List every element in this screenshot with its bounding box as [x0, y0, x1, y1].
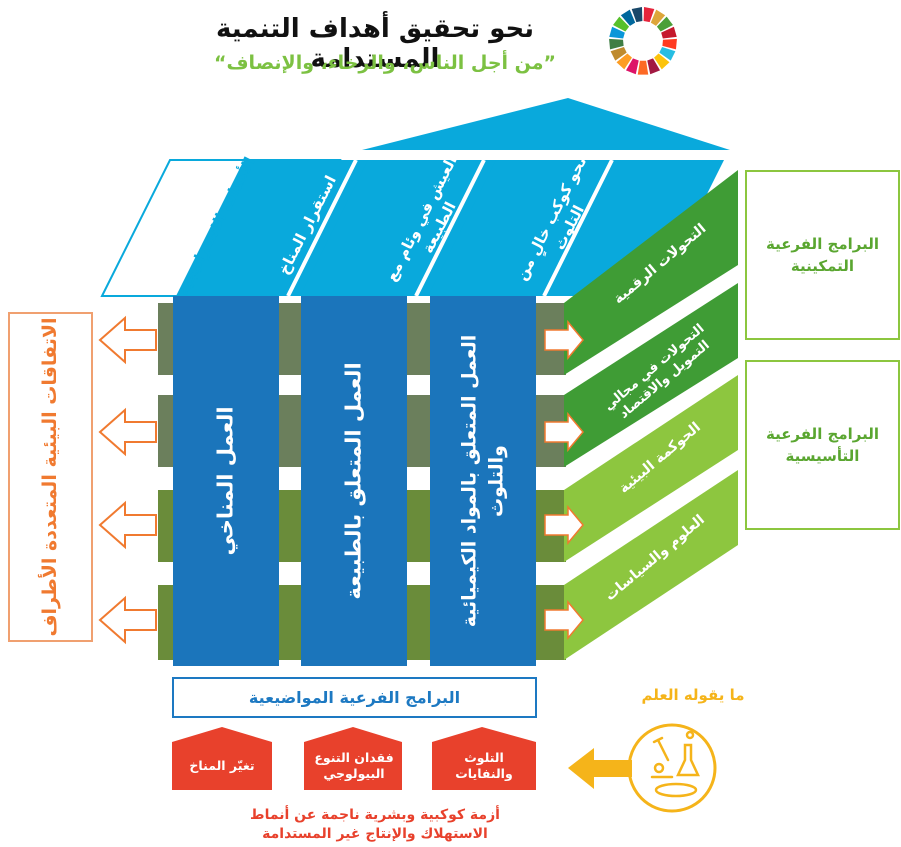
mea-arrow-1	[98, 315, 157, 365]
sdg-wheel-segment	[609, 26, 625, 39]
thematic-subprogrammes-label: البرامج الفرعية المواضيعية	[248, 688, 461, 707]
sdg-wheel-segment	[609, 38, 624, 50]
crisis-biodiversity-label: فقدان التنوع البيولوجي	[314, 750, 394, 781]
thematic-column-chemicals-label: العمل المتعلق بالمواد الكيميائية والتلوث	[458, 334, 507, 628]
thematic-column-nature-label: العمل المتعلق بالطبيعة	[341, 362, 366, 600]
sdg-wheel-segment	[656, 16, 673, 32]
sdg-wheel-segment	[631, 7, 643, 23]
foundational-subprogrammes-label: البرامج الفرعية التأسيسية	[765, 424, 880, 466]
mea-arrow-3	[98, 500, 157, 550]
thematic-column-climate-label: العمل المناخي	[213, 406, 238, 556]
panel-arrow-1	[544, 319, 584, 361]
sdg-wheel-segment	[625, 58, 639, 75]
crisis-caption: أزمة كوكبية وبشرية ناجمة عن أنماط الاسته…	[250, 807, 500, 842]
crisis-shape-2	[304, 727, 402, 790]
crisis-climate-label: تغيّر المناخ	[189, 758, 255, 774]
science-icon	[650, 730, 700, 798]
sdg-wheel-segment	[654, 53, 670, 70]
thematic-column-nature: العمل المتعلق بالطبيعة	[301, 296, 407, 666]
sdg-wheel-segment	[616, 53, 632, 70]
right-panel-1	[564, 170, 738, 375]
right-panel-4	[564, 470, 738, 660]
enabling-subprogrammes-label: البرامج الفرعية التمكينية	[765, 234, 880, 276]
science-circle	[627, 723, 717, 813]
roof-triangle	[362, 98, 730, 150]
sdg-wheel-segment	[610, 47, 627, 61]
panel-arrow-2	[544, 411, 584, 453]
enabling-subprogrammes-box: البرامج الفرعية التمكينية	[745, 170, 900, 340]
sdg-wheel-segment	[643, 7, 655, 23]
mea-label: الاتفاقات البيئية المتعددة الأطراف	[38, 317, 61, 637]
sdg-wheel-segment	[662, 38, 677, 50]
foundational-subprogrammes-box: البرامج الفرعية التأسيسية	[745, 360, 900, 530]
sdg-wheel-segment	[620, 9, 636, 26]
panel-arrow-3	[544, 504, 584, 546]
thematic-column-climate: العمل المناخي	[173, 296, 279, 666]
panel-arrow-4	[544, 599, 584, 641]
crisis-shape-3	[172, 727, 272, 790]
sdg-wheel-segment	[661, 26, 677, 39]
sdg-wheel-segment	[650, 9, 666, 26]
thematic-subprogrammes-box: البرامج الفرعية المواضيعية	[172, 677, 537, 718]
sdg-wheel-logo	[609, 7, 677, 75]
sdg-wheel-segment	[637, 60, 649, 75]
sdg-wheel-segment	[613, 16, 630, 32]
mea-arrow-4	[98, 595, 157, 645]
right-panel-2	[564, 283, 738, 467]
mea-arrow-2	[98, 407, 157, 457]
thematic-column-chemicals: العمل المتعلق بالمواد الكيميائية والتلوث	[430, 296, 536, 666]
page-title: نحو تحقيق أهداف التنمية المستدامة	[215, 14, 534, 74]
sdg-wheel-segment	[647, 58, 661, 75]
crisis-shape-1	[432, 727, 536, 790]
crisis-pollution-label: التلوث والنفايات	[455, 750, 513, 781]
science-label: ما يقوله العلم	[641, 686, 745, 704]
science-arrow	[568, 748, 632, 789]
mea-box: الاتفاقات البيئية المتعددة الأطراف	[8, 312, 93, 642]
sdg-wheel-segment	[659, 47, 676, 61]
right-panel-3	[564, 375, 738, 562]
page-subtitle: ”من أجل الناس، والرخاء، والإنصاف“	[214, 52, 556, 74]
